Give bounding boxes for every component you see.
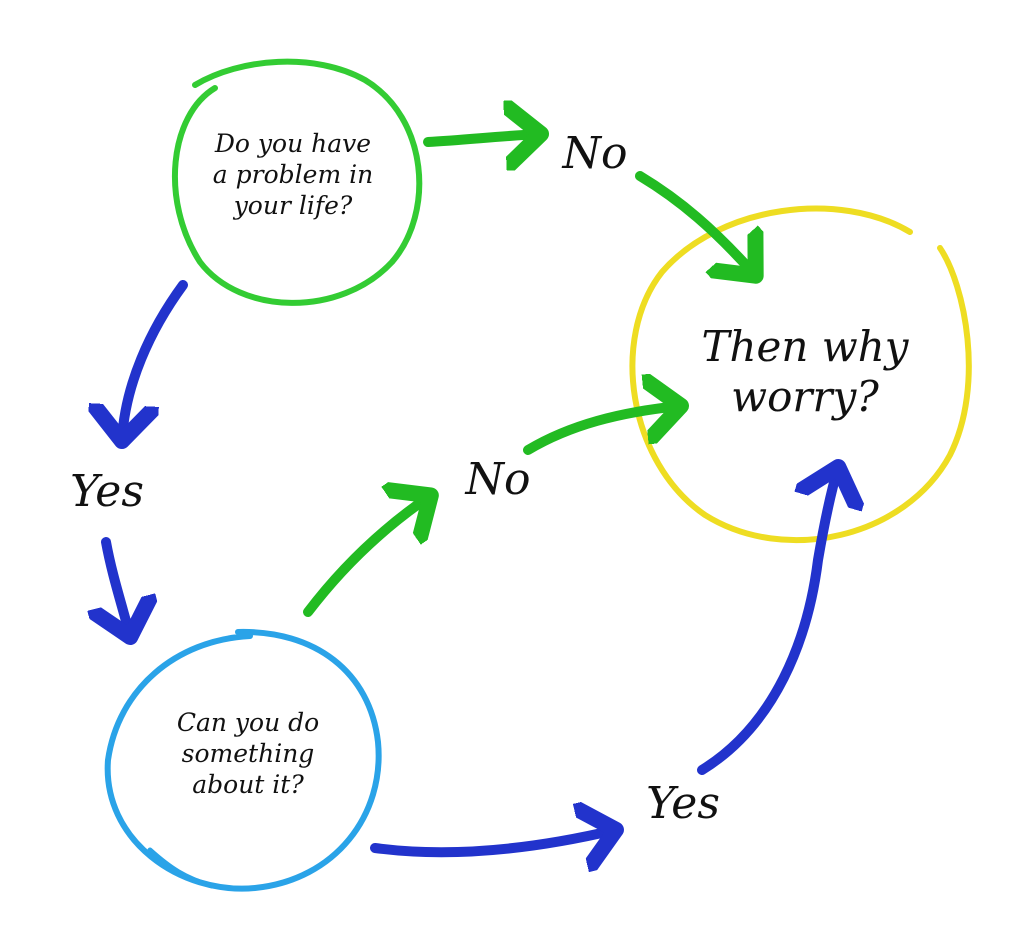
question-problem-line-3: your life? (233, 191, 353, 220)
edge-label-no-top: No (562, 128, 628, 179)
arrow-no-mid-to-result (523, 406, 680, 455)
node-question-action-circle (104, 628, 382, 892)
node-result-circle (629, 205, 972, 544)
arrow-action-to-no (303, 496, 430, 617)
question-action-line-1: Can you do (176, 708, 320, 737)
result-line-1: Then why (701, 322, 909, 371)
question-problem-text: Do you have a problem in your life? (168, 128, 418, 221)
question-action-line-2: something (181, 739, 315, 768)
node-question-problem-circle (172, 58, 423, 306)
arrow-action-to-yes (370, 830, 615, 852)
question-problem-line-2: a problem in (212, 160, 374, 189)
arrow-no-to-result (635, 171, 755, 275)
result-line-2: worry? (731, 372, 879, 421)
question-action-text: Can you do something about it? (118, 707, 378, 800)
edge-label-no-middle: No (465, 454, 531, 505)
edge-label-yes-left: Yes (70, 466, 144, 517)
arrow-yes-to-result (697, 468, 838, 775)
arrow-problem-to-no (423, 134, 540, 142)
result-text: Then why worry? (650, 322, 960, 422)
arrow-yes-to-action (106, 537, 130, 636)
edge-label-yes-bottom: Yes (646, 778, 720, 829)
question-problem-line-1: Do you have (214, 129, 372, 158)
arrow-problem-to-yes (122, 280, 188, 440)
question-action-line-3: about it? (192, 770, 304, 799)
